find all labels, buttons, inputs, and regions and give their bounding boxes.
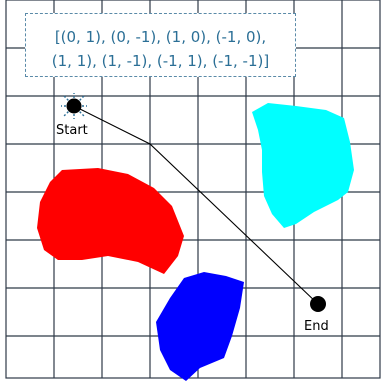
directions-line-2: (1, 1), (1, -1), (-1, 1), (-1, -1)]	[51, 52, 270, 70]
grid-border	[5, 0, 381, 379]
path-line	[73, 105, 319, 305]
directions-line-1: [(0, 1), (0, -1), (1, 0), (-1, 0),	[54, 28, 267, 46]
obstacle-red	[37, 168, 184, 274]
obstacle-cyan	[252, 103, 354, 228]
end-label: End	[303, 319, 330, 334]
obstacle-blue	[156, 272, 244, 381]
start-marker	[66, 98, 82, 114]
directions-list-box: [(0, 1), (0, -1), (1, 0), (-1, 0), (1, 1…	[25, 13, 296, 77]
end-marker	[310, 296, 326, 312]
start-label: Start	[55, 123, 89, 138]
